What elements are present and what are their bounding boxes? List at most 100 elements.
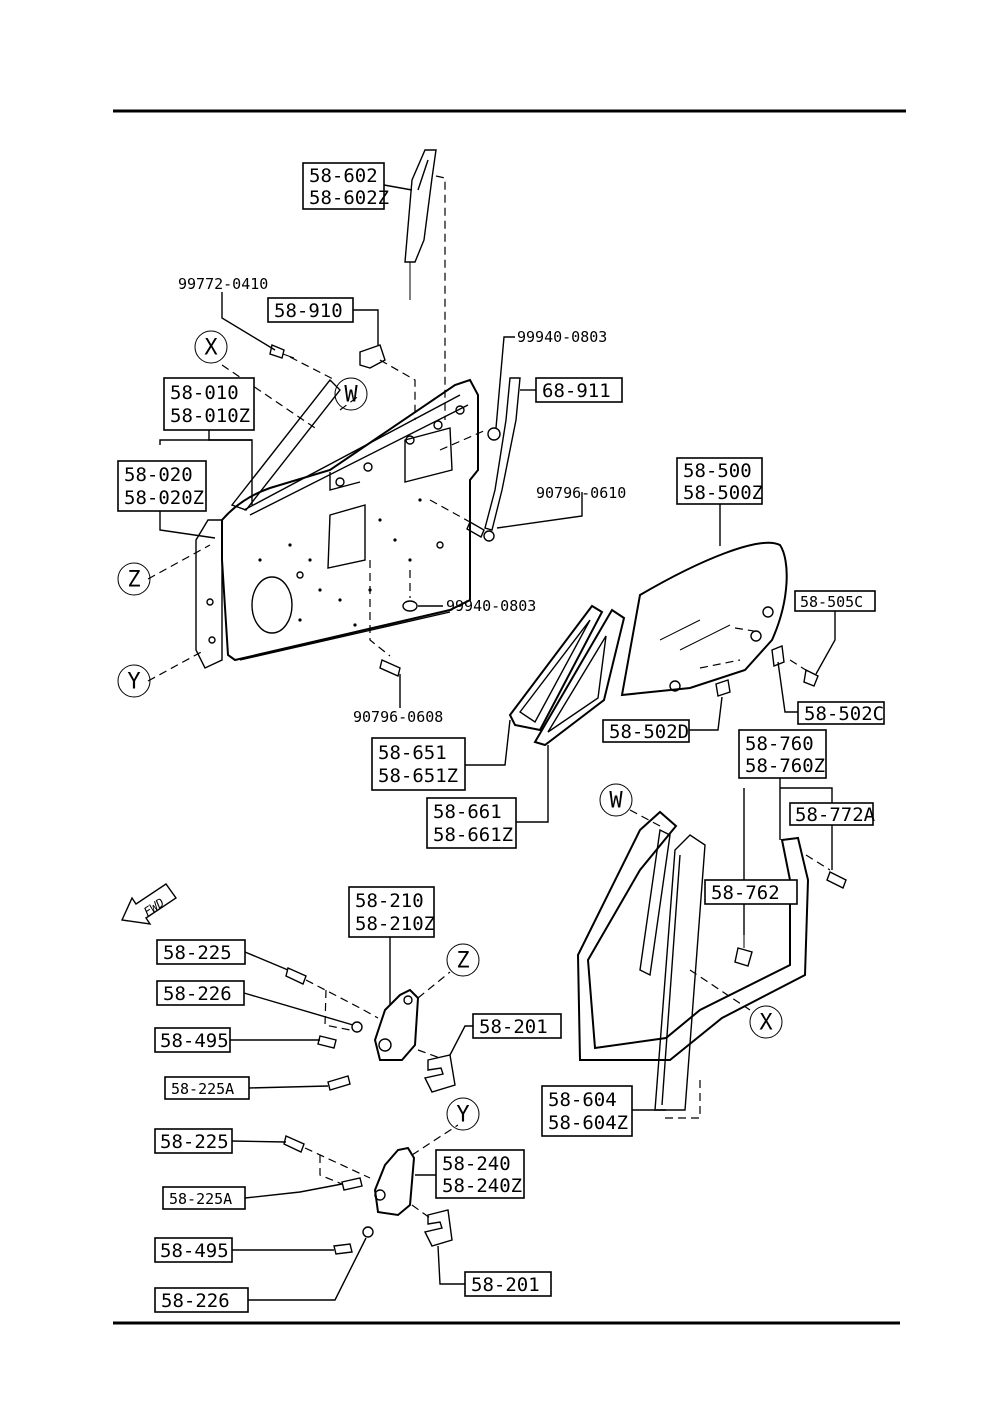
- label-58-495-lower: 58-495: [154, 1237, 233, 1263]
- svg-text:58-505C: 58-505C: [800, 593, 863, 611]
- label-58-225a-upper: 58-225A: [164, 1076, 250, 1100]
- svg-text:58-651Z: 58-651Z: [378, 765, 458, 787]
- label-58-502d: 58-502D: [602, 719, 690, 743]
- svg-text:58-500Z: 58-500Z: [683, 482, 763, 504]
- svg-text:58-010: 58-010: [170, 382, 239, 404]
- nut-99940-0803-a: [487, 427, 501, 441]
- svg-text:58-020Z: 58-020Z: [124, 487, 204, 509]
- weatherstrip-58-604: [576, 810, 810, 1111]
- ref-y-left: Y: [117, 664, 151, 698]
- svg-text:58-500: 58-500: [683, 460, 752, 482]
- label-90796-0610: 90796-0610: [536, 484, 626, 502]
- svg-text:58-502D: 58-502D: [609, 721, 689, 743]
- label-58-020: 58-020 58-020Z: [117, 460, 207, 512]
- label-58-210: 58-210 58-210Z: [348, 886, 435, 938]
- label-58-225a-lower: 58-225A: [162, 1186, 246, 1210]
- svg-text:58-201: 58-201: [479, 1016, 548, 1038]
- svg-text:58-225: 58-225: [160, 1131, 229, 1153]
- quarter-glass-58-661: [533, 608, 626, 747]
- label-58-495-upper: 58-495: [154, 1027, 231, 1053]
- svg-text:58-661Z: 58-661Z: [433, 824, 513, 846]
- label-58-226-lower: 58-226: [154, 1287, 249, 1313]
- svg-text:58-225: 58-225: [163, 942, 232, 964]
- svg-text:58-651: 58-651: [378, 742, 447, 764]
- label-58-661: 58-661 58-661Z: [426, 797, 517, 849]
- svg-text:58-210Z: 58-210Z: [355, 913, 435, 935]
- label-58-772a: 58-772A: [789, 802, 876, 826]
- svg-text:58-020: 58-020: [124, 464, 193, 486]
- screw-99772-0410: [269, 344, 295, 359]
- svg-text:58-604Z: 58-604Z: [548, 1112, 628, 1134]
- label-58-500: 58-500 58-500Z: [676, 457, 763, 505]
- bracket-58-910: [359, 344, 386, 369]
- label-90796-0608: 90796-0608: [353, 708, 443, 726]
- label-99940-0803-b: 99940-0803: [446, 597, 536, 615]
- svg-text:W: W: [344, 383, 358, 408]
- svg-text:58-772A: 58-772A: [795, 804, 876, 826]
- clip-58-505c: [803, 668, 819, 687]
- fwd-arrow-icon: FWD: [120, 883, 177, 925]
- ref-y-hinge: Y: [446, 1097, 480, 1131]
- label-58-910: 58-910: [267, 297, 354, 323]
- svg-text:X: X: [204, 336, 218, 361]
- label-58-502c: 58-502C: [797, 701, 885, 725]
- svg-text:58-240Z: 58-240Z: [442, 1175, 522, 1197]
- fwd-label: FWD: [141, 895, 167, 919]
- svg-text:Y: Y: [127, 670, 140, 695]
- svg-text:Z: Z: [456, 949, 469, 974]
- ref-z-left: Z: [117, 562, 151, 596]
- svg-text:58-240: 58-240: [442, 1153, 511, 1175]
- label-99940-0803-a: 99940-0803: [517, 328, 607, 346]
- clip-58-502d: [715, 679, 731, 697]
- quarter-glass-58-651: [508, 604, 604, 732]
- ref-z-hinge: Z: [446, 943, 480, 977]
- bolt-58-772a: [826, 871, 847, 889]
- svg-text:58-210: 58-210: [355, 890, 424, 912]
- label-58-602: 58-602 58-602Z: [302, 162, 389, 210]
- label-58-760: 58-760 58-760Z: [738, 729, 827, 779]
- svg-text:58-201: 58-201: [471, 1274, 540, 1296]
- label-58-240: 58-240 58-240Z: [435, 1149, 525, 1199]
- leader-lines: [159, 184, 836, 1301]
- nut-99940-0803-b: [402, 600, 418, 612]
- svg-text:58-495: 58-495: [160, 1030, 229, 1052]
- svg-text:58-762: 58-762: [711, 882, 780, 904]
- clip-58-502c: [771, 645, 785, 667]
- bolt-90796-0608: [379, 659, 401, 677]
- dashed-guides-hinge: [304, 971, 459, 1219]
- glass-run-68-911: [484, 377, 521, 531]
- svg-text:68-911: 68-911: [542, 380, 611, 402]
- svg-text:W: W: [609, 789, 623, 814]
- label-58-010: 58-010 58-010Z: [163, 377, 255, 431]
- svg-text:X: X: [759, 1011, 773, 1036]
- svg-text:Y: Y: [456, 1103, 469, 1128]
- svg-text:Z: Z: [127, 568, 140, 593]
- svg-text:58-661: 58-661: [433, 801, 502, 823]
- shim-58-201-lower: [423, 1209, 453, 1247]
- label-99772-0410: 99772-0410: [178, 275, 268, 293]
- label-58-604: 58-604 58-604Z: [541, 1085, 633, 1137]
- label-58-201-lower: 58-201: [464, 1271, 552, 1297]
- svg-text:58-010Z: 58-010Z: [170, 405, 250, 427]
- svg-text:58-602: 58-602: [309, 165, 378, 187]
- hinge-bolts: [283, 967, 374, 1255]
- svg-text:58-760Z: 58-760Z: [745, 755, 825, 777]
- label-58-651: 58-651 58-651Z: [371, 737, 466, 791]
- bolt-90796-0610: [466, 521, 495, 542]
- svg-text:58-604: 58-604: [548, 1089, 617, 1111]
- shim-58-201-upper: [423, 1054, 456, 1093]
- svg-text:58-495: 58-495: [160, 1240, 229, 1262]
- svg-text:58-910: 58-910: [274, 300, 343, 322]
- svg-text:58-225A: 58-225A: [169, 1190, 232, 1208]
- label-58-505c: 58-505C: [794, 590, 876, 612]
- label-58-762: 58-762: [704, 879, 798, 905]
- svg-text:58-502C: 58-502C: [804, 703, 884, 725]
- label-58-225-upper: 58-225: [156, 939, 246, 965]
- ref-w-right: W: [599, 783, 633, 817]
- window-channel-58-602: [404, 149, 437, 300]
- ref-x-top: X: [194, 330, 228, 364]
- upper-hinge-58-210: [373, 988, 420, 1061]
- label-58-225-lower: 58-225: [154, 1128, 233, 1154]
- lower-hinge-58-240: [373, 1146, 416, 1217]
